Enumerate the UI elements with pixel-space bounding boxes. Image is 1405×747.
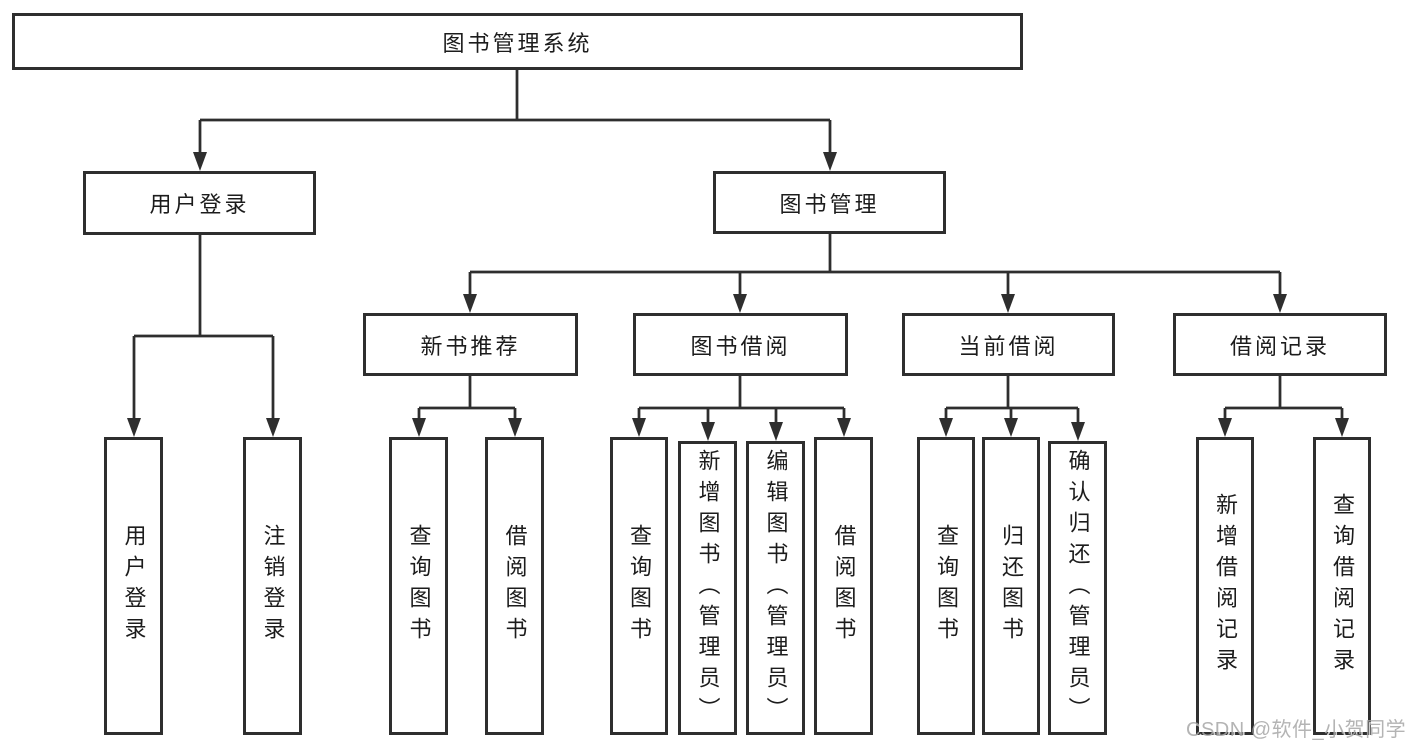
arrow-down-icon xyxy=(632,418,646,437)
leaf-add-books-admin: 新增图书（管理员） xyxy=(678,441,737,735)
leaf-query-books-1: 查询图书 xyxy=(389,437,448,735)
node-label: 图书管理 xyxy=(779,191,880,217)
leaf-query-books-3: 查询图书 xyxy=(917,437,975,735)
leaf-edit-books-admin: 编辑图书（管理员） xyxy=(746,441,805,735)
node-book-borrowing: 图书借阅 xyxy=(633,313,848,376)
connector-user-login-children xyxy=(127,235,280,437)
arrow-down-icon xyxy=(127,418,141,437)
leaf-query-borrow-record: 查询借阅记录 xyxy=(1313,437,1371,735)
leaf-user-login: 用户登录 xyxy=(104,437,163,735)
csdn-watermark: CSDN @软件_小贺同学 xyxy=(1186,719,1405,741)
arrow-down-icon xyxy=(939,418,953,437)
leaf-label: 查询图书 xyxy=(934,524,959,648)
arrow-down-icon xyxy=(733,294,747,313)
arrow-down-icon xyxy=(1071,422,1085,441)
connector-borrow-children xyxy=(632,376,851,441)
leaf-label: 用户登录 xyxy=(121,524,147,648)
leaf-label: 确认归还（管理员） xyxy=(1065,448,1091,728)
arrow-down-icon xyxy=(1001,294,1015,313)
leaf-label: 查询图书 xyxy=(406,524,432,648)
arrow-down-icon xyxy=(823,152,837,171)
arrow-down-icon xyxy=(769,422,783,441)
leaf-label: 新增图书（管理员） xyxy=(695,448,721,728)
connector-book-mgmt-to-level3 xyxy=(463,234,1287,313)
connector-current-children xyxy=(939,376,1085,441)
arrow-down-icon xyxy=(193,152,207,171)
arrow-down-icon xyxy=(1004,418,1018,437)
leaf-borrow-books-1: 借阅图书 xyxy=(485,437,544,735)
arrow-down-icon xyxy=(508,418,522,437)
connector-records-children xyxy=(1218,376,1349,437)
arrow-down-icon xyxy=(1273,294,1287,313)
leaf-label: 新增借阅记录 xyxy=(1213,493,1238,679)
node-user-login: 用户登录 xyxy=(83,171,316,235)
leaf-label: 归还图书 xyxy=(999,524,1024,648)
arrow-down-icon xyxy=(701,422,715,441)
leaf-label: 查询借阅记录 xyxy=(1330,493,1355,679)
node-new-book-recommend: 新书推荐 xyxy=(363,313,578,376)
node-label: 图书管理系统 xyxy=(442,30,593,56)
leaf-label: 注销登录 xyxy=(260,524,286,648)
leaf-label: 编辑图书（管理员） xyxy=(763,448,789,728)
leaf-logout: 注销登录 xyxy=(243,437,302,735)
leaf-add-borrow-record: 新增借阅记录 xyxy=(1196,437,1254,735)
node-label: 新书推荐 xyxy=(420,333,521,359)
leaf-borrow-books-2: 借阅图书 xyxy=(814,437,873,735)
arrow-down-icon xyxy=(463,294,477,313)
node-label: 用户登录 xyxy=(149,192,250,217)
node-label: 当前借阅 xyxy=(958,333,1059,359)
node-current-borrowing: 当前借阅 xyxy=(902,313,1115,376)
leaf-return-books: 归还图书 xyxy=(982,437,1040,735)
leaf-label: 借阅图书 xyxy=(502,524,528,648)
arrow-down-icon xyxy=(412,418,426,437)
connector-root-to-level2 xyxy=(193,70,837,171)
arrow-down-icon xyxy=(1218,418,1232,437)
node-library-system: 图书管理系统 xyxy=(12,13,1023,70)
leaf-query-books-2: 查询图书 xyxy=(610,437,668,735)
leaf-label: 借阅图书 xyxy=(831,524,857,648)
node-borrow-records: 借阅记录 xyxy=(1173,313,1387,376)
node-label: 图书借阅 xyxy=(690,333,791,359)
node-label: 借阅记录 xyxy=(1229,333,1330,359)
leaf-label: 查询图书 xyxy=(627,524,652,648)
leaf-confirm-return-admin: 确认归还（管理员） xyxy=(1048,441,1107,735)
node-book-management: 图书管理 xyxy=(713,171,946,234)
arrow-down-icon xyxy=(1335,418,1349,437)
connector-newbook-children xyxy=(412,376,522,437)
arrow-down-icon xyxy=(266,418,280,437)
arrow-down-icon xyxy=(837,418,851,437)
